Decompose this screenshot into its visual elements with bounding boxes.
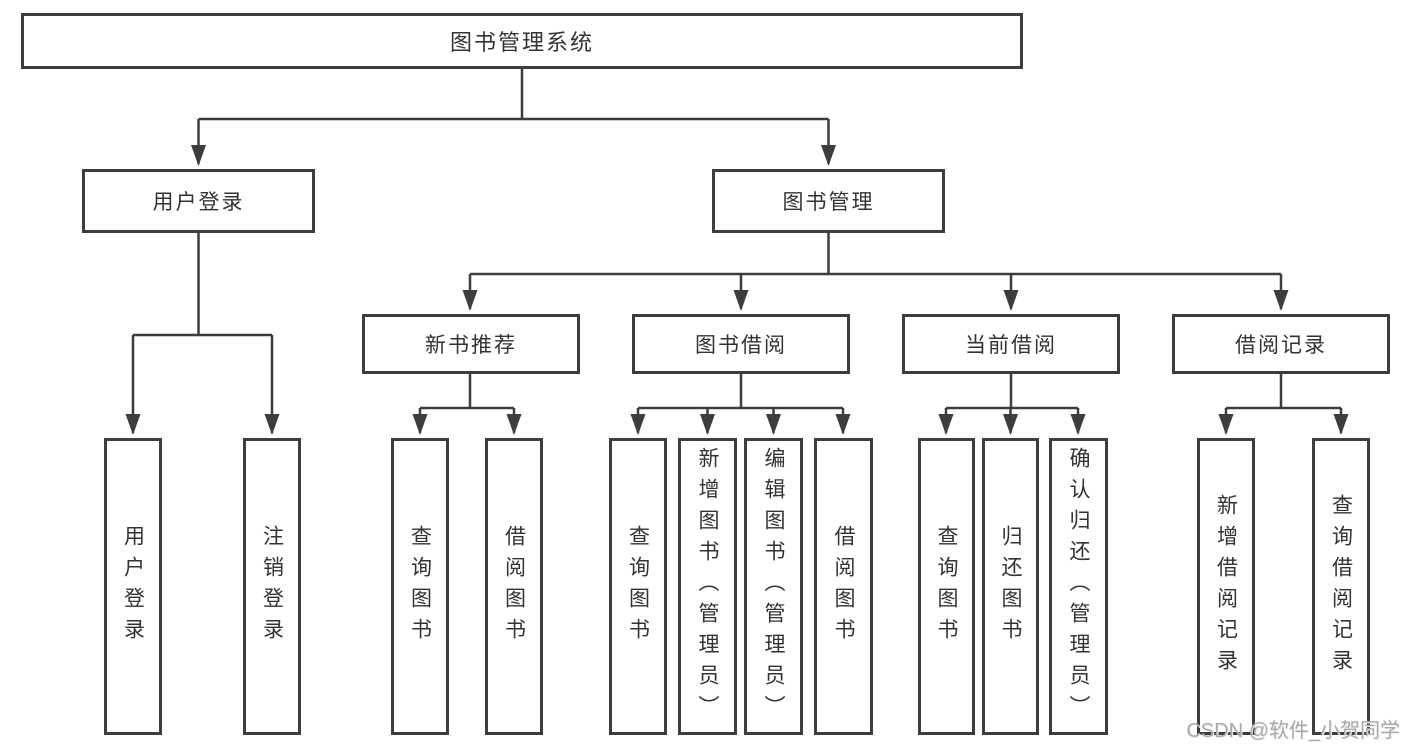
connector-current-borrowing-branch (938, 374, 1086, 435)
leaf-confirm-return-admin-label: 确认归还（管理员） (1067, 447, 1090, 726)
leaf-borrow-books-1: 借阅图书 (485, 438, 543, 735)
node-book-management-label: 图书管理 (782, 191, 875, 214)
leaf-query-books-2: 查询图书 (609, 438, 667, 735)
leaf-return-books-label: 归还图书 (999, 524, 1022, 649)
leaf-borrow-books-1-label: 借阅图书 (502, 524, 526, 649)
connector-book-borrowing-branch (630, 374, 851, 435)
connector-user-login-branch (125, 233, 280, 435)
leaf-logout: 注销登录 (243, 438, 301, 735)
leaf-edit-books-admin-label: 编辑图书（管理员） (762, 447, 785, 726)
leaf-return-books: 归还图书 (982, 438, 1039, 735)
node-root-label: 图书管理系统 (449, 30, 594, 55)
leaf-query-books-2-label: 查询图书 (626, 524, 650, 649)
node-borrowing-records-label: 借阅记录 (1235, 334, 1327, 357)
leaf-query-books-1: 查询图书 (391, 438, 449, 735)
leaf-borrow-books-2: 借阅图书 (814, 438, 873, 735)
connector-root-branch (191, 69, 836, 166)
connector-book-management-branch (462, 233, 1289, 311)
leaf-logout-label: 注销登录 (260, 524, 284, 649)
leaf-add-books-admin: 新增图书（管理员） (678, 438, 737, 735)
node-new-book-recommend-label: 新书推荐 (425, 334, 517, 357)
leaf-query-borrow-record-label: 查询借阅记录 (1329, 493, 1353, 680)
connector-borrowing-records-branch (1218, 374, 1349, 435)
node-borrowing-records: 借阅记录 (1172, 314, 1390, 374)
leaf-confirm-return-admin: 确认归还（管理员） (1049, 438, 1108, 735)
leaf-user-login-label: 用户登录 (121, 524, 145, 649)
node-new-book-recommend: 新书推荐 (362, 314, 580, 374)
leaf-query-books-3: 查询图书 (918, 438, 975, 735)
leaf-query-borrow-record: 查询借阅记录 (1312, 438, 1370, 735)
leaf-add-books-admin-label: 新增图书（管理员） (696, 447, 719, 726)
csdn-watermark: CSDN @软件_小贺同学 (1186, 720, 1400, 742)
leaf-user-login: 用户登录 (104, 438, 162, 735)
leaf-query-books-1-label: 查询图书 (408, 524, 432, 649)
node-root: 图书管理系统 (21, 13, 1023, 69)
node-user-login-label: 用户登录 (152, 191, 245, 214)
leaf-edit-books-admin: 编辑图书（管理员） (744, 438, 803, 735)
node-current-borrowing-label: 当前借阅 (965, 334, 1057, 357)
leaf-borrow-books-2-label: 借阅图书 (832, 524, 855, 649)
node-user-login: 用户登录 (82, 169, 315, 233)
connector-new-book-recommend-branch (412, 374, 522, 435)
leaf-add-borrow-record: 新增借阅记录 (1197, 438, 1255, 735)
leaf-add-borrow-record-label: 新增借阅记录 (1214, 493, 1238, 680)
node-book-borrowing: 图书借阅 (632, 314, 850, 374)
node-current-borrowing: 当前借阅 (902, 314, 1120, 374)
node-book-management: 图书管理 (712, 169, 945, 233)
leaf-query-books-3-label: 查询图书 (935, 524, 958, 649)
node-book-borrowing-label: 图书借阅 (695, 334, 787, 357)
